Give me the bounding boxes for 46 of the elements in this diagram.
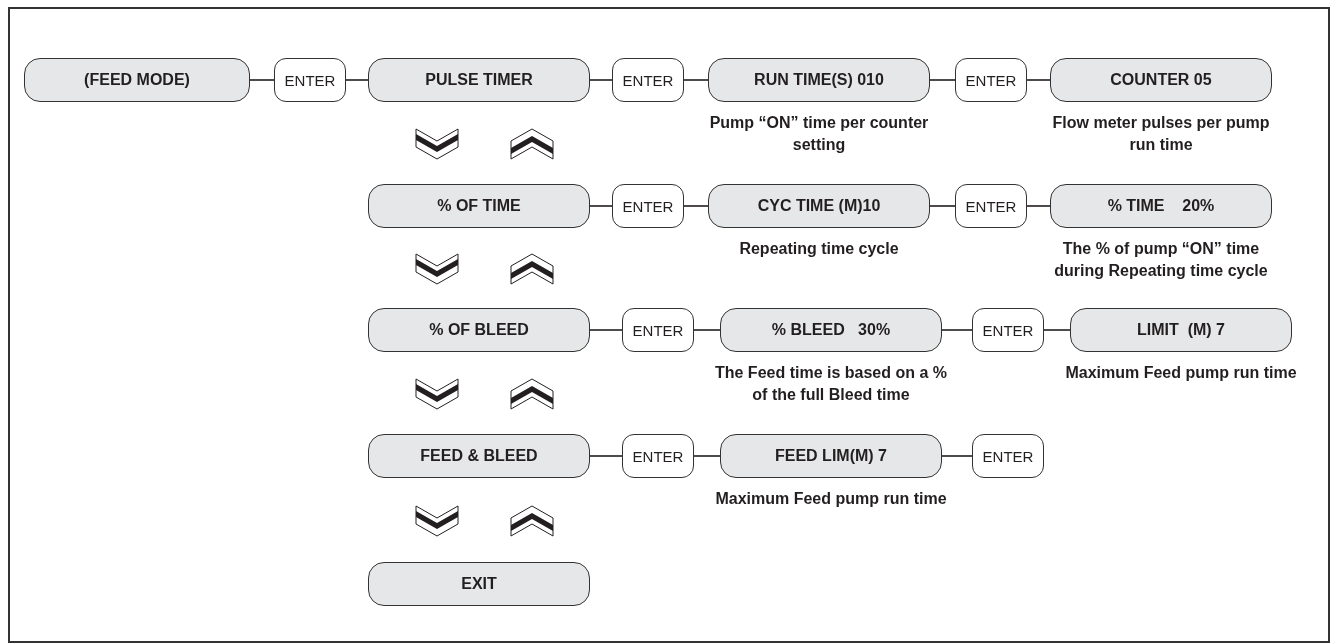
connector-line [589,455,623,457]
enter-button: ENTER [612,184,684,228]
connector-line [589,79,613,81]
description-text: Pump “ON” time per counter setting [708,113,930,155]
enter-button: ENTER [612,58,684,102]
display-box: (FEED MODE) [24,58,250,102]
display-box: % BLEED 30% [720,308,942,352]
display-box: EXIT [368,562,590,606]
connector-line [683,205,709,207]
description-text: The % of pump “ON” time during Repeating time cycle [1053,239,1269,281]
enter-button: ENTER [274,58,346,102]
display-box: PULSE TIMER [368,58,590,102]
display-box: % OF TIME [368,184,590,228]
connector-line [941,329,973,331]
connector-line [345,79,369,81]
connector-line [589,205,613,207]
description-text: Maximum Feed pump run time [1064,363,1298,383]
description-text: Repeating time cycle [738,239,900,259]
display-box: CYC TIME (M)10 [708,184,930,228]
connector-line [693,329,721,331]
enter-button: ENTER [955,58,1027,102]
connector-line [929,205,956,207]
enter-button: ENTER [972,308,1044,352]
display-box: FEED & BLEED [368,434,590,478]
description-text: Maximum Feed pump run time [714,489,948,509]
description-text: The Feed time is based on a % of the full Bleed time [713,363,949,405]
display-box: % TIME 20% [1050,184,1272,228]
connector-line [1026,79,1051,81]
connector-line [249,79,275,81]
display-box: LIMIT (M) 7 [1070,308,1292,352]
enter-button: ENTER [622,434,694,478]
connector-line [929,79,956,81]
enter-button: ENTER [972,434,1044,478]
display-box: RUN TIME(S) 010 [708,58,930,102]
enter-button: ENTER [622,308,694,352]
connector-line [1026,205,1051,207]
connector-line [683,79,709,81]
enter-button: ENTER [955,184,1027,228]
connector-line [1043,329,1071,331]
display-box: FEED LIM(M) 7 [720,434,942,478]
display-box: COUNTER 05 [1050,58,1272,102]
connector-line [693,455,721,457]
connector-line [589,329,623,331]
connector-line [941,455,973,457]
display-box: % OF BLEED [368,308,590,352]
description-text: Flow meter pulses per pump run time [1051,113,1271,155]
